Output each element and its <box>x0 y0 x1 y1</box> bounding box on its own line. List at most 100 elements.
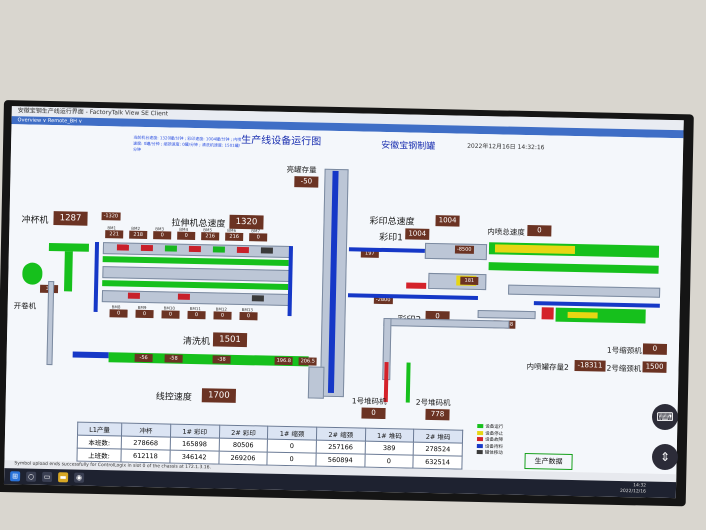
cupper-value: 1287 <box>53 211 88 226</box>
inventory-value: -50 <box>294 176 319 188</box>
return-conveyor-left <box>93 241 100 313</box>
process-canvas: 生产线设备运行图 安徽宝钢制罐 2022年12月16日 14:32:16 当前机… <box>4 124 684 475</box>
bodymaker-unit <box>260 247 273 254</box>
legend-label: 罐体移动 <box>484 450 503 457</box>
start-icon[interactable]: ⊞ <box>10 471 21 482</box>
bm-value: 216 <box>201 232 220 241</box>
palletizer1-label: 1号堆码机 <box>351 396 387 407</box>
conv-181: 181 <box>460 276 479 285</box>
legend-label: 设备停止 <box>485 431 504 437</box>
table-header: 2# 缩颈 <box>316 427 366 442</box>
table-cell: 0 <box>364 454 414 469</box>
legend-swatch <box>476 449 483 455</box>
feed-conveyor-vertical <box>64 251 73 292</box>
inner-spray-store-value: -18311 <box>574 360 606 372</box>
bodymaker-unit <box>177 293 190 300</box>
uncoiler-drum <box>22 262 43 285</box>
legend-swatch <box>476 436 484 442</box>
return-conveyor-right <box>287 246 294 317</box>
washer-a: -56 <box>134 353 153 363</box>
table-cell: 257166 <box>316 440 366 455</box>
line-speed-value: 1700 <box>201 388 237 403</box>
printer1-value: 1004 <box>405 228 430 240</box>
legend-swatch <box>477 423 484 429</box>
washer-label: 清洗机 <box>182 336 211 348</box>
line-speed-label: 线控速度 <box>155 392 192 403</box>
bm-value: 0 <box>153 231 172 240</box>
uncoiler-label: 开卷机 <box>13 301 37 311</box>
bm-value: 216 <box>225 232 244 242</box>
necker1-label: 1号缩颈机 <box>606 345 642 356</box>
table-cell: 80506 <box>218 438 268 453</box>
inventory-label: 亮罐存量 <box>286 164 317 175</box>
spray-speed-value: 0 <box>527 224 552 237</box>
printer-speed-value: 1004 <box>435 215 460 227</box>
necker1-value: 0 <box>642 343 668 355</box>
palletizer-feed <box>383 317 510 329</box>
table-cell: 612118 <box>120 449 170 464</box>
scroll-icon[interactable]: ⇕ <box>652 444 678 470</box>
printer-speed-label: 彩印总速度 <box>369 216 415 228</box>
table-cell: 0 <box>267 452 317 467</box>
table-header: 1# 堆码 <box>365 428 414 443</box>
necker-unit-yellow <box>567 311 598 319</box>
accumulator-exit <box>307 366 325 399</box>
table-cell: 269206 <box>218 451 268 466</box>
palletizer1-value: 0 <box>361 407 386 420</box>
bm-value: 0 <box>161 310 180 319</box>
bm-value: 0 <box>213 311 232 320</box>
search-icon[interactable]: ○ <box>26 471 37 482</box>
inner-spray-store-label: 内喷罐存量2 <box>526 362 569 372</box>
bm-value: 0 <box>177 231 196 241</box>
taskbar-clock: 14:32 2022/12/16 <box>620 483 646 496</box>
spray-conveyor-bottom <box>508 284 661 298</box>
bm-value: 0 <box>109 309 128 318</box>
legend-item: 罐体移动 <box>476 449 503 457</box>
status-legend: 设备运行 设备停止 设备故障 设备待料 罐体移动 <box>476 423 504 457</box>
washer-value: 1501 <box>212 332 248 348</box>
bodymaker-unit <box>140 244 153 252</box>
necker-return <box>477 309 536 320</box>
datetime: 2022年12月16日 14:32:16 <box>467 142 545 152</box>
bodymaker-unit <box>116 244 129 251</box>
keyboard-icon[interactable]: ⌨ <box>652 404 678 430</box>
bodymaker-unit <box>236 246 249 254</box>
table-cell: 389 <box>364 441 414 456</box>
necker2-value: 1500 <box>642 361 667 373</box>
hmi-screen: 安徽宝钢生产线运行界面 - FactoryTalk View SE Client… <box>3 106 684 499</box>
clock-date: 2022/12/16 <box>619 488 646 495</box>
washer-blue-segment <box>72 351 109 359</box>
bm-value: 0 <box>249 233 268 242</box>
legend-label: 设备运行 <box>485 424 504 431</box>
table-cell: 本班数: <box>77 435 122 450</box>
washer-c: -38 <box>212 355 231 364</box>
table-cell: 632514 <box>413 455 463 470</box>
task-view-icon[interactable]: ▭ <box>42 471 53 483</box>
bodymaker-unit <box>251 295 264 302</box>
monitor-bezel: 安徽宝钢生产线运行界面 - FactoryTalk View SE Client… <box>0 100 694 507</box>
bodymaker-unit <box>127 292 140 299</box>
app-icon[interactable]: ◉ <box>74 472 85 483</box>
bodymaker-conveyor-2 <box>102 280 289 290</box>
bm-value: 221 <box>105 230 124 239</box>
folder-icon[interactable]: ▬ <box>58 472 69 483</box>
bodymaker-unit <box>212 246 225 253</box>
printer1-label: 彩印1 <box>379 232 404 244</box>
table-cell: 0 <box>267 439 317 454</box>
legend-swatch <box>477 430 484 435</box>
speed-notes: 当前机台速度: 1320罐/分钟 ; 彩印速度: 1004罐/分钟 ; 内喷速度… <box>132 134 242 152</box>
bodymaker-unit <box>164 245 177 252</box>
table-header: 1# 彩印 <box>170 424 220 439</box>
table-cell: 346142 <box>169 450 219 465</box>
table-header: 1# 缩颈 <box>267 426 317 441</box>
spray-speed-label: 内喷总速度 <box>487 227 525 237</box>
production-data-button[interactable]: 生产数据 <box>524 452 573 470</box>
printer2-infeed <box>406 282 427 289</box>
bm-value: 0 <box>187 310 206 320</box>
table-header: 2# 彩印 <box>219 425 269 440</box>
washer-e: 206.5 <box>298 357 318 366</box>
table-header: L1产量 <box>77 422 122 437</box>
table-cell: 560894 <box>315 453 365 468</box>
legend-swatch <box>476 443 483 448</box>
spray-conveyor-mid <box>488 262 659 274</box>
